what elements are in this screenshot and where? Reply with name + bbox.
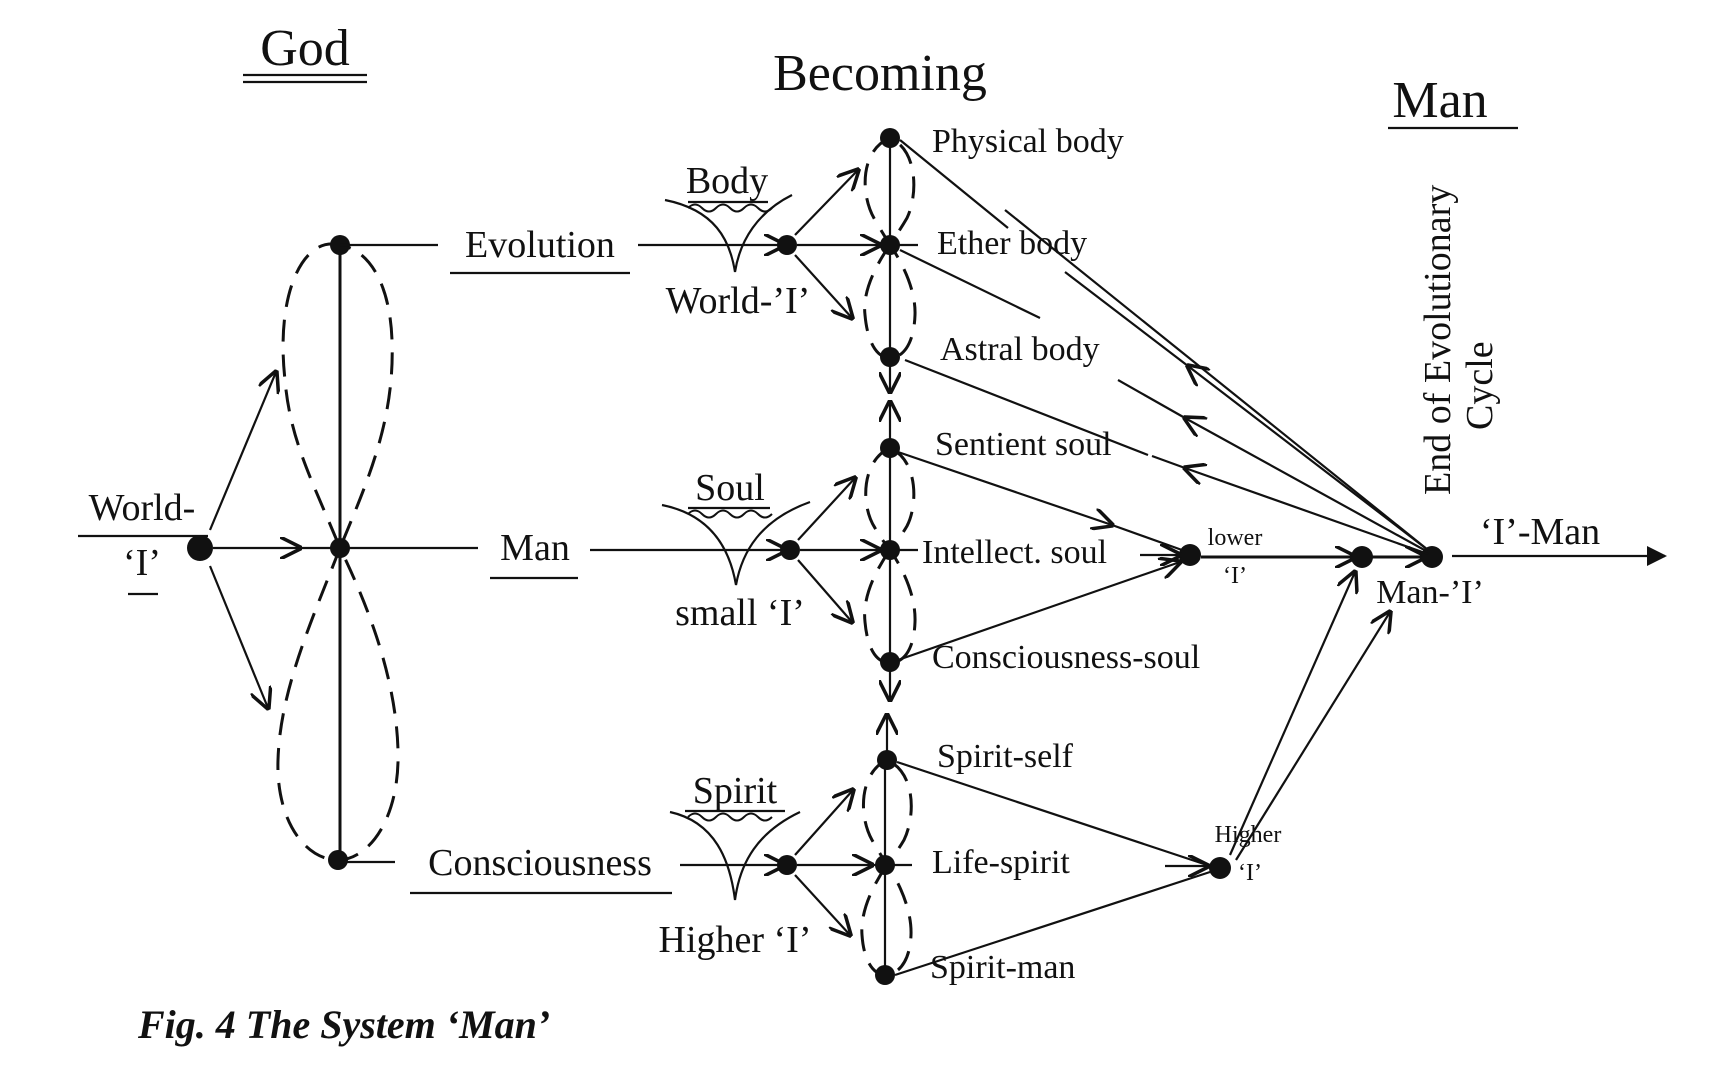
return-line-astral: [1117, 379, 1186, 419]
spirit-wave: [687, 812, 773, 822]
body-lower-loop: [863, 242, 917, 360]
return-line-ether-body: [1064, 271, 1189, 367]
return-arrow-astral: [1185, 418, 1429, 553]
physical-body-label: Physical body: [932, 123, 1124, 160]
world-i-label-line2: ‘I’: [123, 542, 161, 584]
heading-man-text: Man: [1392, 72, 1487, 129]
world-i-small-label: World-’I’: [666, 280, 811, 322]
life-spirit-node: [875, 855, 895, 875]
soul-split-node: [780, 540, 800, 560]
higher-i-to-man-i-arrow-2: [1235, 612, 1390, 861]
lower-i-node: [1179, 544, 1201, 566]
man-i-label: Man-’I’: [1376, 574, 1484, 611]
god-node-center: [330, 538, 350, 558]
lower-i-label-line2: ‘I’: [1223, 563, 1247, 589]
sentient-to-lower-i-arrow: [897, 450, 1112, 525]
sentient-soul-node: [880, 438, 900, 458]
soul-wave: [687, 509, 773, 519]
return-line-sentient: [1151, 454, 1186, 470]
spirit-arrow-up: [794, 790, 853, 856]
figure-caption: Fig. 4 The System ‘Man’: [137, 1002, 550, 1047]
soul-label: Soul: [695, 467, 765, 509]
spirit-self-to-higher-i-line: [896, 760, 1211, 868]
sentient-to-lower-i-line: [1111, 523, 1183, 552]
god-lower-loop: [276, 544, 400, 862]
life-spirit-label: Life-spirit: [932, 844, 1070, 881]
higher-i-small-label: Higher ‘I’: [659, 919, 812, 961]
evolution-label: Evolution: [465, 224, 615, 266]
consciousness-soul-node: [880, 652, 900, 672]
spirit-man-label: Spirit-man: [930, 949, 1075, 986]
small-i-label: small ‘I’: [675, 592, 805, 634]
astral-body-node: [880, 347, 900, 367]
consciousness-soul-label: Consciousness-soul: [932, 639, 1200, 676]
consciousness-to-lower-i-arrow: [897, 562, 1180, 662]
spirit-lower-loop: [860, 862, 913, 977]
cycle-label-line2: Cycle: [1459, 341, 1501, 430]
spirit-self-label: Spirit-self: [937, 738, 1074, 775]
world-i-arrow-down: [208, 565, 268, 708]
god-node-bottom: [328, 850, 348, 870]
spirit-upper-loop: [862, 758, 913, 868]
soul-lower-loop: [863, 547, 917, 665]
soul-arrow-up: [797, 478, 855, 541]
return-arrow-ether-upper: [1188, 366, 1429, 551]
body-arrow-up: [794, 170, 858, 236]
spirit-man-node: [875, 965, 895, 985]
i-man-label: ‘I’-Man: [1480, 511, 1600, 553]
world-i-arrow-up: [208, 372, 276, 531]
body-label: Body: [686, 160, 768, 202]
intellect-soul-node: [880, 540, 900, 560]
spirit-man-to-higher-i-line: [894, 870, 1211, 977]
heading-god-text: God: [260, 20, 350, 77]
world-i-label-line1: World-: [89, 487, 196, 529]
ether-body-diagonal: [899, 249, 1041, 319]
heading-god: God: [243, 20, 367, 84]
body-split-node: [777, 235, 797, 255]
consciousness-label: Consciousness: [428, 842, 652, 884]
higher-i-label-line2: ‘I’: [1238, 860, 1262, 886]
heading-man: Man: [1388, 72, 1518, 130]
soul-cusp: [661, 500, 811, 586]
world-i-node: [187, 535, 213, 561]
body-wave: [687, 203, 773, 213]
intellect-soul-label: Intellect. soul: [922, 534, 1107, 571]
lower-i-label-line1: lower: [1208, 525, 1263, 551]
ether-body-node: [880, 235, 900, 255]
spirit-split-node: [777, 855, 797, 875]
physical-body-diagonal: [899, 139, 1009, 229]
man-label: Man: [500, 527, 570, 569]
higher-i-node: [1209, 857, 1231, 879]
higher-i-to-man-i-arrow-1: [1228, 572, 1355, 856]
heading-becoming: Becoming: [773, 45, 987, 102]
spirit-label: Spirit: [693, 770, 778, 812]
higher-i-label-line1: Higher: [1215, 822, 1282, 848]
astral-body-label: Astral body: [940, 331, 1100, 368]
sentient-soul-label: Sentient soul: [935, 426, 1112, 463]
soul-arrow-down: [797, 559, 852, 622]
body-arrow-down: [794, 254, 852, 318]
astral-to-sentient-diagonal: [904, 358, 1149, 457]
ether-body-label: Ether body: [937, 225, 1087, 262]
spirit-arrow-down: [794, 874, 850, 935]
physical-body-node: [880, 128, 900, 148]
body-cusp: [664, 194, 793, 273]
man-i-node: [1351, 546, 1373, 568]
return-line-physical-body: [1004, 209, 1429, 551]
cycle-label-line1: End of Evolutionary: [1417, 185, 1459, 495]
spirit-cusp: [669, 810, 801, 901]
god-upper-loop: [281, 242, 394, 552]
return-arrow-sentient: [1185, 468, 1429, 556]
spirit-self-node: [877, 750, 897, 770]
